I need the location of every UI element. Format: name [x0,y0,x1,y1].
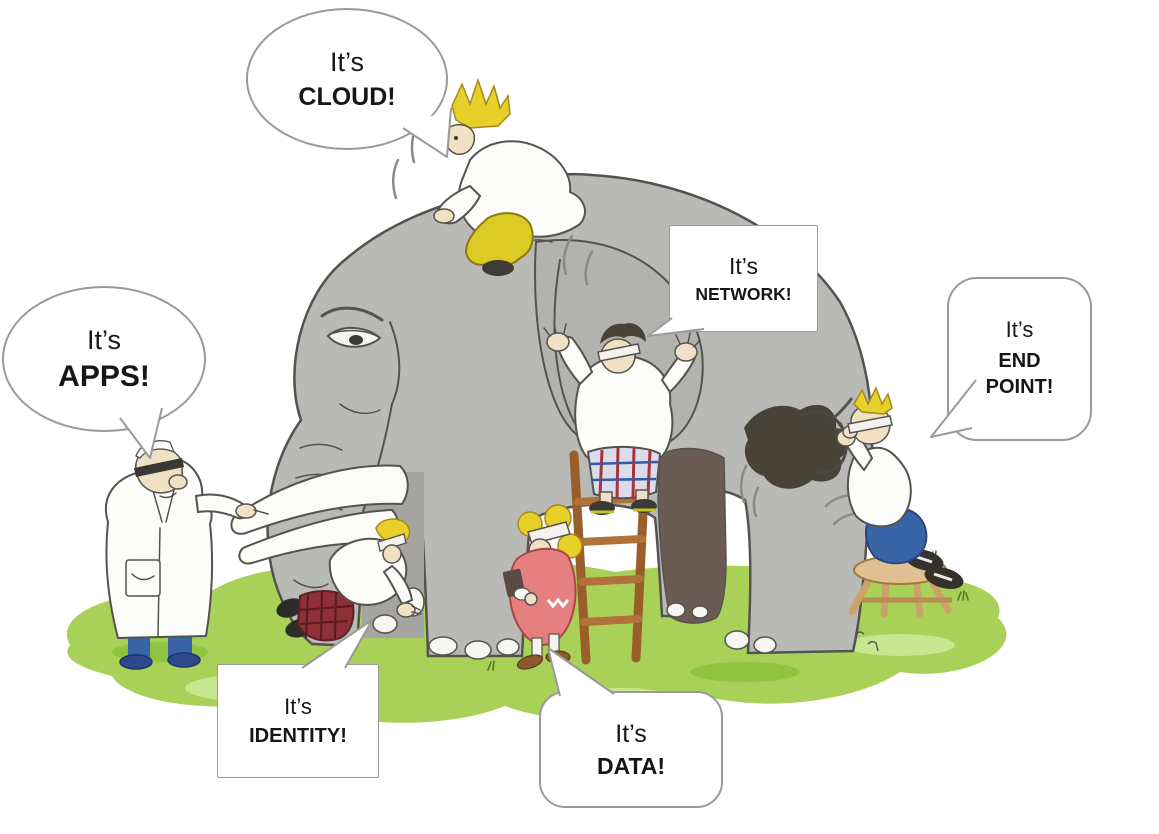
coat [457,140,586,238]
bubble-text-emph: NETWORK! [695,283,792,304]
hair [853,386,893,415]
face [382,544,402,564]
bubble-text: It’s [729,252,758,279]
bubble-text-emph: END POINT! [985,350,1054,399]
speech-bubble-data: It’s DATA! [539,691,723,808]
bubble-text: It’s [284,694,312,720]
shoe [482,260,514,276]
elephant-eye [320,306,384,348]
hand [235,503,257,519]
speech-bubble-endpoint: It’s END POINT! [947,277,1092,441]
bubble-text: It’s [329,47,364,78]
speech-bubble-network-tail [647,317,705,337]
cheek-line [389,321,401,405]
speech-bubble-cloud: It’s CLOUD! [246,8,448,150]
cloud-character [433,77,586,276]
mouth-line [339,403,381,415]
elephant-toenails [372,587,777,660]
pointing-finger [253,509,269,515]
bubble-text-emph: APPS! [58,359,150,393]
trouser [128,632,150,660]
hair [600,323,646,344]
right-hand [674,342,698,362]
blindfold [847,415,893,434]
shoe [167,652,201,668]
nose [168,474,188,490]
bubble-text-emph: DATA! [596,753,666,780]
endpoint-character [833,386,964,618]
speech-bubble-identity-tail [301,619,373,669]
bubble-text: It’s [1005,316,1034,342]
elephant-far-rear-leg [657,447,727,624]
plaid-trousers [296,590,355,642]
speech-bubble-apps-tail [119,407,163,459]
pocket [125,559,161,597]
shoe [276,598,304,618]
data-character [502,504,583,670]
frill [546,597,570,609]
cap-blindfold [377,533,407,552]
speech-bubble-endpoint-tail [930,379,977,438]
shoe [516,654,544,670]
bubble-text: It’s [86,324,121,355]
left-hand [546,332,570,352]
hand [433,208,455,224]
blindfold [597,343,641,362]
shoe [119,654,153,670]
speech-bubble-network: It’s NETWORK! [669,225,818,332]
network-character [543,322,701,515]
elephant-tail [744,397,854,489]
apps-character [105,440,269,670]
speech-bubble-identity: It’s IDENTITY! [217,664,379,778]
motion-lines [392,116,866,526]
speech-bubble-cloud-tail [402,107,452,158]
hand [524,592,538,606]
elephant-tusks [230,464,409,565]
bubble-text: It’s [615,719,647,748]
speech-bubble-data-tail [547,647,615,697]
speech-bubble-apps: It’s APPS! [2,286,206,432]
blindfold [134,458,184,477]
bubble-text-emph: IDENTITY! [249,724,347,747]
identity-character [276,518,422,642]
bubble-text-emph: CLOUD! [298,82,396,111]
hand [396,602,416,618]
